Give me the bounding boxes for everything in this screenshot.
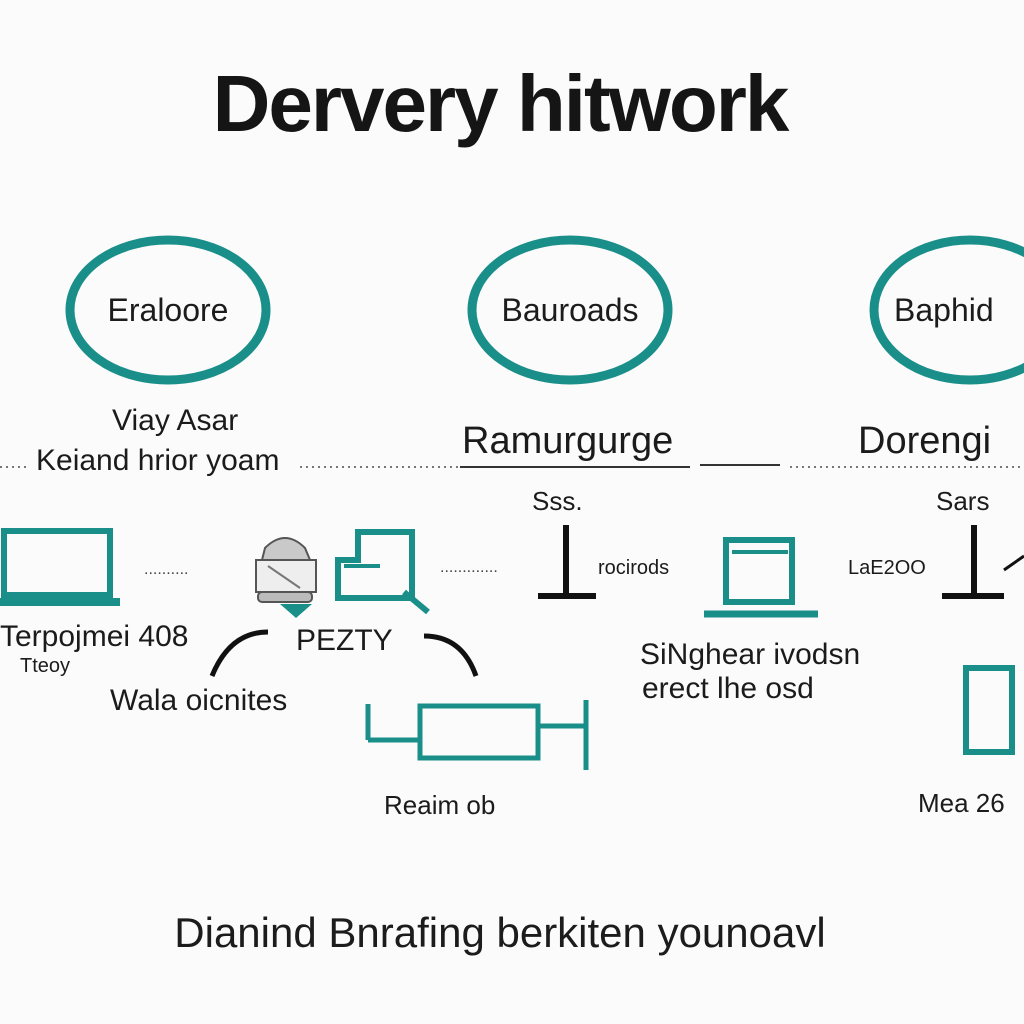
device-label-2: PEZTY xyxy=(296,624,393,657)
node-erallore-ring xyxy=(65,235,271,385)
label-top-mid: Ramurgurge xyxy=(462,420,674,462)
device-label-1: Terpojmei 408 xyxy=(0,620,189,653)
device-label-4: Reaim ob xyxy=(384,790,496,820)
note-label-1: SiNghear ivodsn xyxy=(640,638,861,671)
footer-caption: Dianind Bnrafing berkiten younoavl xyxy=(174,909,826,956)
router-icon xyxy=(255,537,317,618)
connector-arc-left xyxy=(209,629,269,677)
device-label-5: Mea 26 xyxy=(918,788,1005,818)
label-top-left-1: Viay Asar xyxy=(112,404,239,437)
connector-arc-right xyxy=(423,633,479,677)
note-label-2: erect lhe osd xyxy=(642,672,814,705)
device-label-3: Wala oicnites xyxy=(110,684,288,717)
label-top-left-2: Keiand hrior yoam xyxy=(36,444,280,477)
monitor-icon xyxy=(704,537,818,618)
server-icon xyxy=(365,700,589,770)
node-baphid-ring xyxy=(869,235,1024,385)
label-mid-small: Sss. xyxy=(532,486,583,516)
laptop-icon xyxy=(0,528,120,606)
antenna-icon xyxy=(538,525,596,599)
label-top-right: Dorengi xyxy=(858,420,992,462)
node-baphid-label: Baphid xyxy=(894,292,994,328)
page-title: Dervery hitwork xyxy=(212,59,790,148)
node-bauuroads-ring xyxy=(467,235,673,385)
connector-label-1: .......... xyxy=(144,561,189,578)
phone-icon xyxy=(963,665,1015,755)
tablet-icon xyxy=(335,529,430,615)
device-label-1-sub: Tteoy xyxy=(20,655,71,677)
node-erallore-label: Eraloore xyxy=(107,292,229,328)
antenna-icon xyxy=(942,525,1024,599)
connector-label-3: rocirods xyxy=(598,557,670,579)
label-right-small: Sars xyxy=(936,486,990,516)
connector-label-4: LaE2OO xyxy=(848,557,926,579)
node-bauuroads-label: Bauroads xyxy=(501,292,639,328)
connector-label-2: ............. xyxy=(440,559,498,576)
